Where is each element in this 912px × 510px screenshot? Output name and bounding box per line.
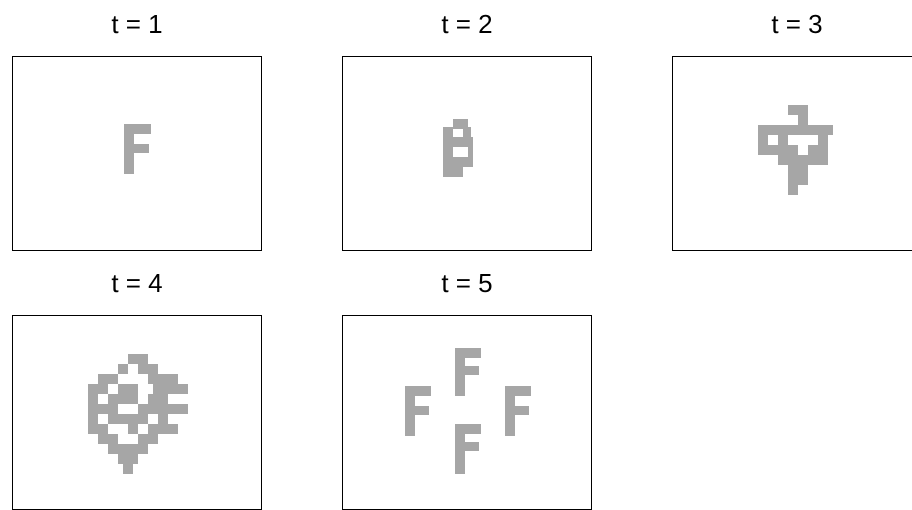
panel-frame-t5 — [342, 315, 592, 510]
grid-image-t1 — [13, 57, 261, 250]
grid-image-t3 — [673, 57, 912, 250]
panel-title-t4: t = 4 — [12, 268, 262, 298]
pixel-pattern-t1 — [124, 124, 151, 174]
panel-frame-t1 — [12, 56, 262, 251]
pixel-pattern-t5 — [405, 348, 531, 474]
grid-image-t5 — [343, 316, 591, 509]
panel-frame-t3 — [672, 56, 912, 251]
pixel-pattern-t2 — [443, 119, 473, 177]
panel-title-t5: t = 5 — [342, 268, 592, 298]
pixel-pattern-t4 — [88, 354, 188, 474]
panel-title-t3: t = 3 — [672, 9, 912, 39]
pixel-pattern-t3 — [758, 105, 833, 195]
panel-title-t2: t = 2 — [342, 9, 592, 39]
panel-frame-t4 — [12, 315, 262, 510]
grid-image-t4 — [13, 316, 261, 509]
panel-frame-t2 — [342, 56, 592, 251]
grid-image-t2 — [343, 57, 591, 250]
panel-title-t1: t = 1 — [12, 9, 262, 39]
